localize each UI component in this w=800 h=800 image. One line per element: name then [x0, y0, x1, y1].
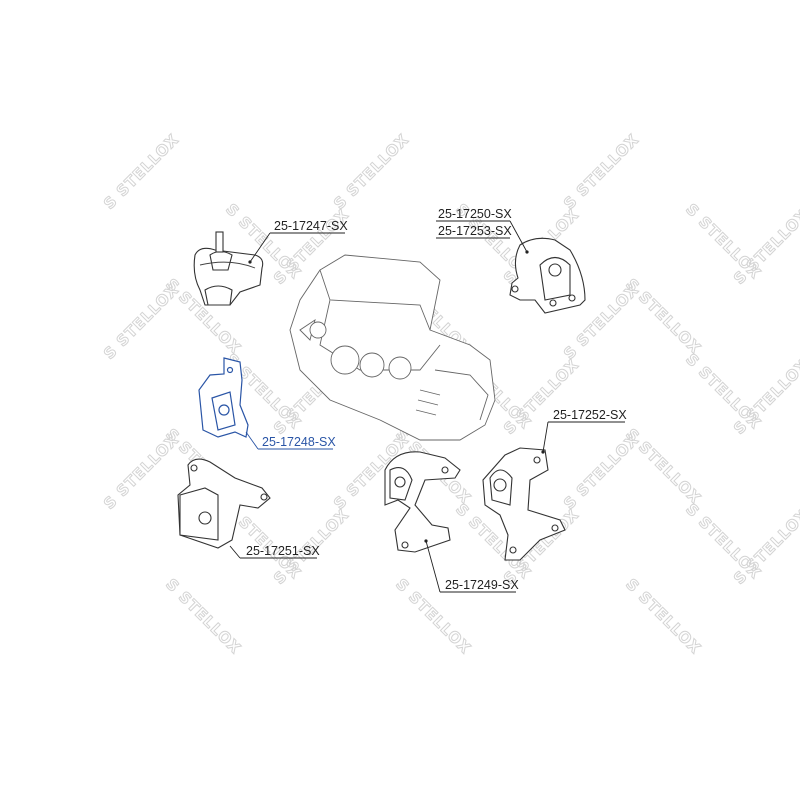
watermark-logo: S STELLOX: [100, 430, 182, 512]
part-label[interactable]: 25-17249-SX: [445, 578, 519, 592]
watermark-logo: S STELLOX: [560, 130, 642, 212]
part-25-17249-sx[interactable]: [384, 451, 461, 553]
part-25-17247-sx[interactable]: [193, 231, 264, 306]
watermark-logo: S STELLOX: [162, 575, 244, 657]
part-label[interactable]: 25-17248-SX: [262, 435, 336, 449]
callout-25-17247-sx: 25-17247-SX: [248, 219, 348, 264]
watermark-logo: S STELLOX: [622, 575, 704, 657]
callout-25-17249-sx: 25-17249-SX: [424, 539, 519, 593]
part-label[interactable]: 25-17252-SX: [553, 408, 627, 422]
part-label[interactable]: 25-17250-SX: [438, 207, 512, 221]
part-label[interactable]: 25-17251-SX: [246, 544, 320, 558]
callout-25-17250-sx: 25-17250-SX 25-17253-SX: [436, 207, 529, 254]
part-label-alt[interactable]: 25-17253-SX: [438, 224, 512, 238]
watermark-logo: S STELLOX: [100, 130, 182, 212]
engine-illustration: [289, 254, 496, 441]
part-25-17250-sx[interactable]: [509, 237, 586, 314]
part-label[interactable]: 25-17247-SX: [274, 219, 348, 233]
watermark-logo: S STELLOX: [560, 430, 642, 512]
part-25-17251-sx[interactable]: [177, 458, 271, 549]
watermark-logo: S STELLOX: [100, 280, 182, 362]
watermark-logo: S STELLOX: [330, 130, 412, 212]
part-25-17252-sx[interactable]: [482, 447, 566, 561]
callout-25-17252-sx: 25-17252-SX: [541, 408, 627, 454]
part-25-17248-sx[interactable]: [198, 357, 249, 438]
callout-25-17251-sx: 25-17251-SX: [229, 544, 320, 559]
callout-25-17248-sx: 25-17248-SX: [245, 431, 336, 450]
